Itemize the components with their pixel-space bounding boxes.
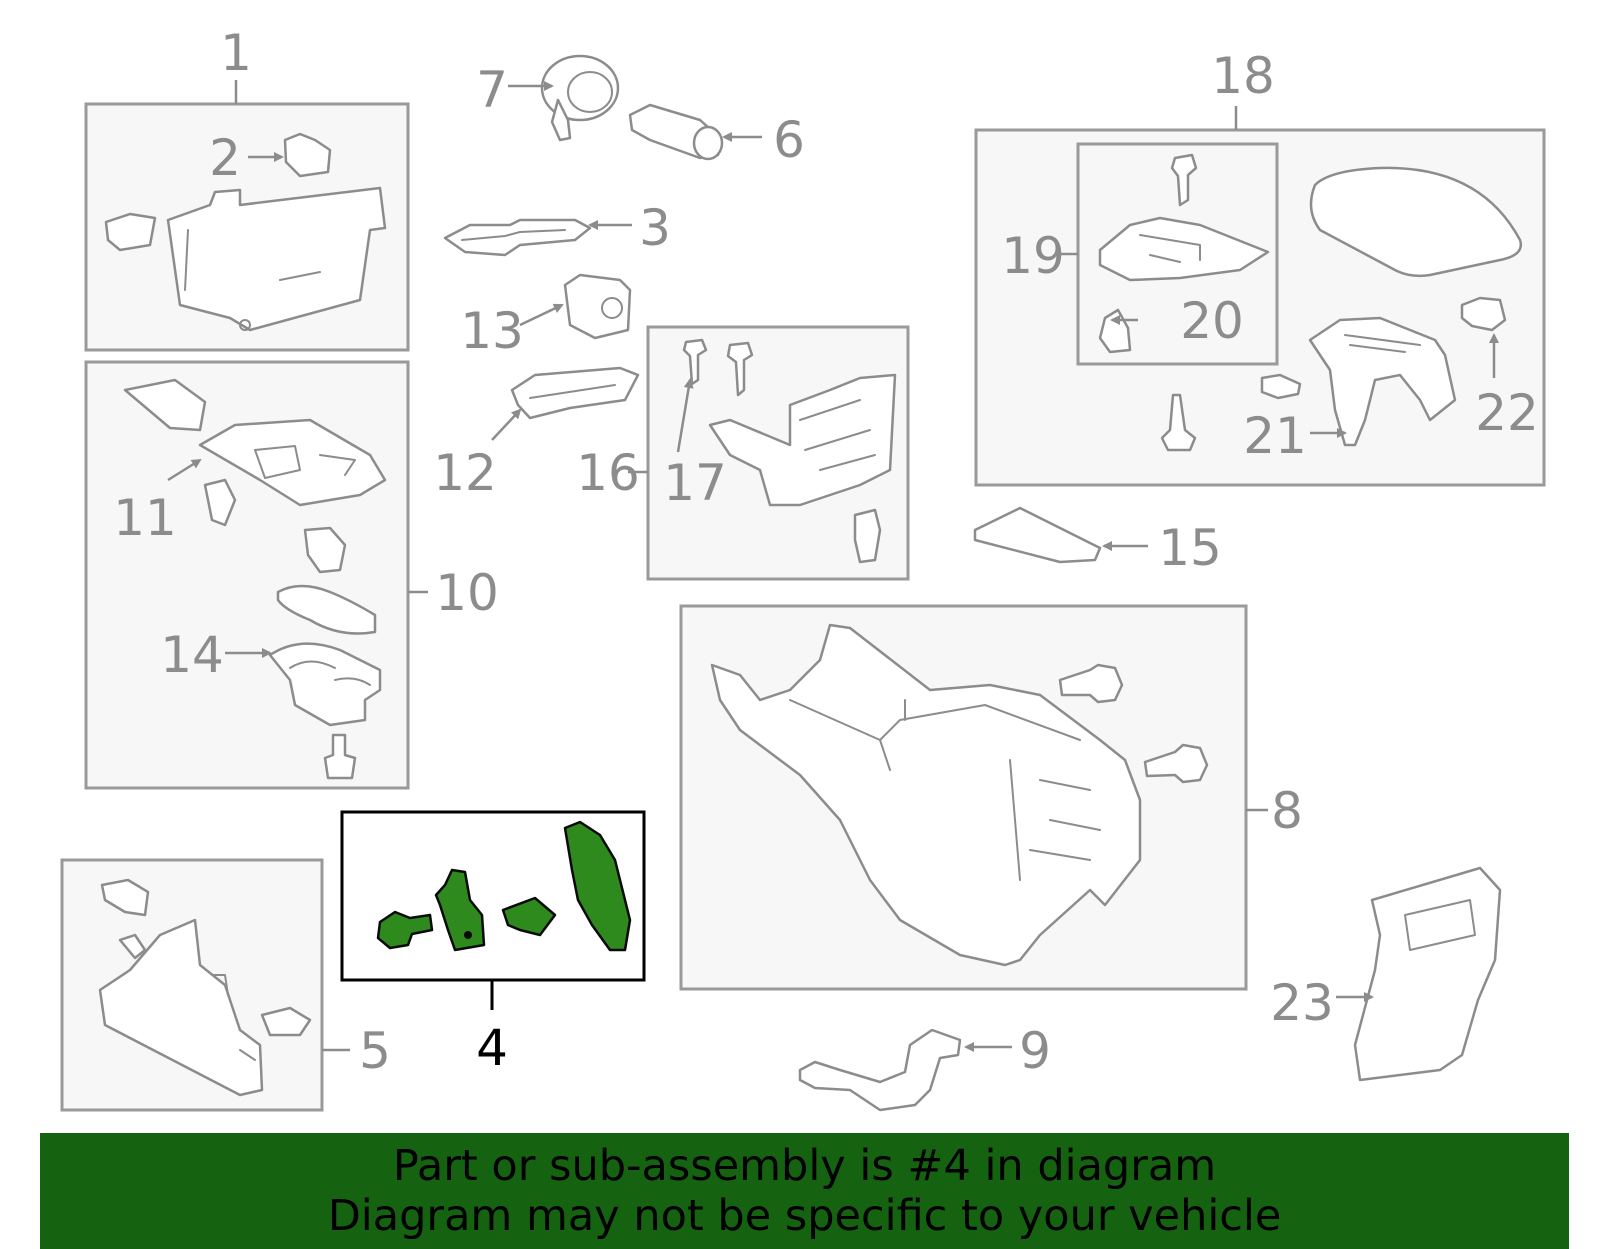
callout-5[interactable]: 5 (359, 1022, 391, 1080)
part-9[interactable] (798, 1028, 962, 1112)
callout-arrows (167, 81, 1499, 1052)
callout-3[interactable]: 3 (639, 199, 671, 257)
part-15[interactable] (973, 506, 1102, 564)
group-box-1[interactable] (84, 80, 410, 352)
callout-7[interactable]: 7 (476, 61, 508, 119)
part-3[interactable] (443, 218, 592, 257)
info-banner: Part or sub-assembly is #4 in diagram Di… (40, 1133, 1569, 1249)
banner-line-1: Part or sub-assembly is #4 in diagram (392, 1141, 1217, 1191)
part-6[interactable] (628, 103, 724, 161)
callout-23[interactable]: 23 (1270, 974, 1334, 1032)
callout-17[interactable]: 17 (663, 454, 727, 512)
callout-8[interactable]: 8 (1271, 782, 1303, 840)
callout-20[interactable]: 20 (1180, 292, 1244, 350)
callout-13[interactable]: 13 (460, 302, 524, 360)
callout-16[interactable]: 16 (576, 444, 640, 502)
part-13[interactable] (563, 273, 632, 340)
banner-line-2: Diagram may not be specific to your vehi… (327, 1191, 1282, 1241)
callout-22[interactable]: 22 (1475, 384, 1539, 442)
part-7[interactable] (540, 54, 620, 142)
callout-18[interactable]: 18 (1211, 47, 1275, 105)
group-box-16[interactable] (628, 325, 910, 581)
group-box-18[interactable] (974, 106, 1546, 487)
callout-14[interactable]: 14 (160, 626, 224, 684)
group-box-5[interactable] (60, 858, 350, 1112)
callout-1[interactable]: 1 (220, 24, 252, 82)
callout-10[interactable]: 10 (435, 564, 499, 622)
callout-4[interactable]: 4 (476, 1019, 508, 1077)
part-23[interactable] (1353, 866, 1502, 1082)
callout-11[interactable]: 11 (113, 489, 177, 547)
callout-labels: 1 2 3 4 5 6 7 8 9 10 11 12 13 14 15 16 1… (113, 24, 1539, 1080)
callout-21[interactable]: 21 (1243, 407, 1307, 465)
callout-9[interactable]: 9 (1019, 1022, 1051, 1080)
callout-2[interactable]: 2 (209, 129, 241, 187)
part-12[interactable] (510, 366, 640, 420)
group-box-8[interactable] (679, 604, 1268, 991)
callout-12[interactable]: 12 (433, 444, 497, 502)
group-box-4[interactable] (340, 810, 646, 1010)
group-box-10[interactable] (84, 360, 428, 790)
callout-15[interactable]: 15 (1158, 519, 1222, 577)
callout-6[interactable]: 6 (773, 111, 805, 169)
callout-19[interactable]: 19 (1001, 227, 1065, 285)
